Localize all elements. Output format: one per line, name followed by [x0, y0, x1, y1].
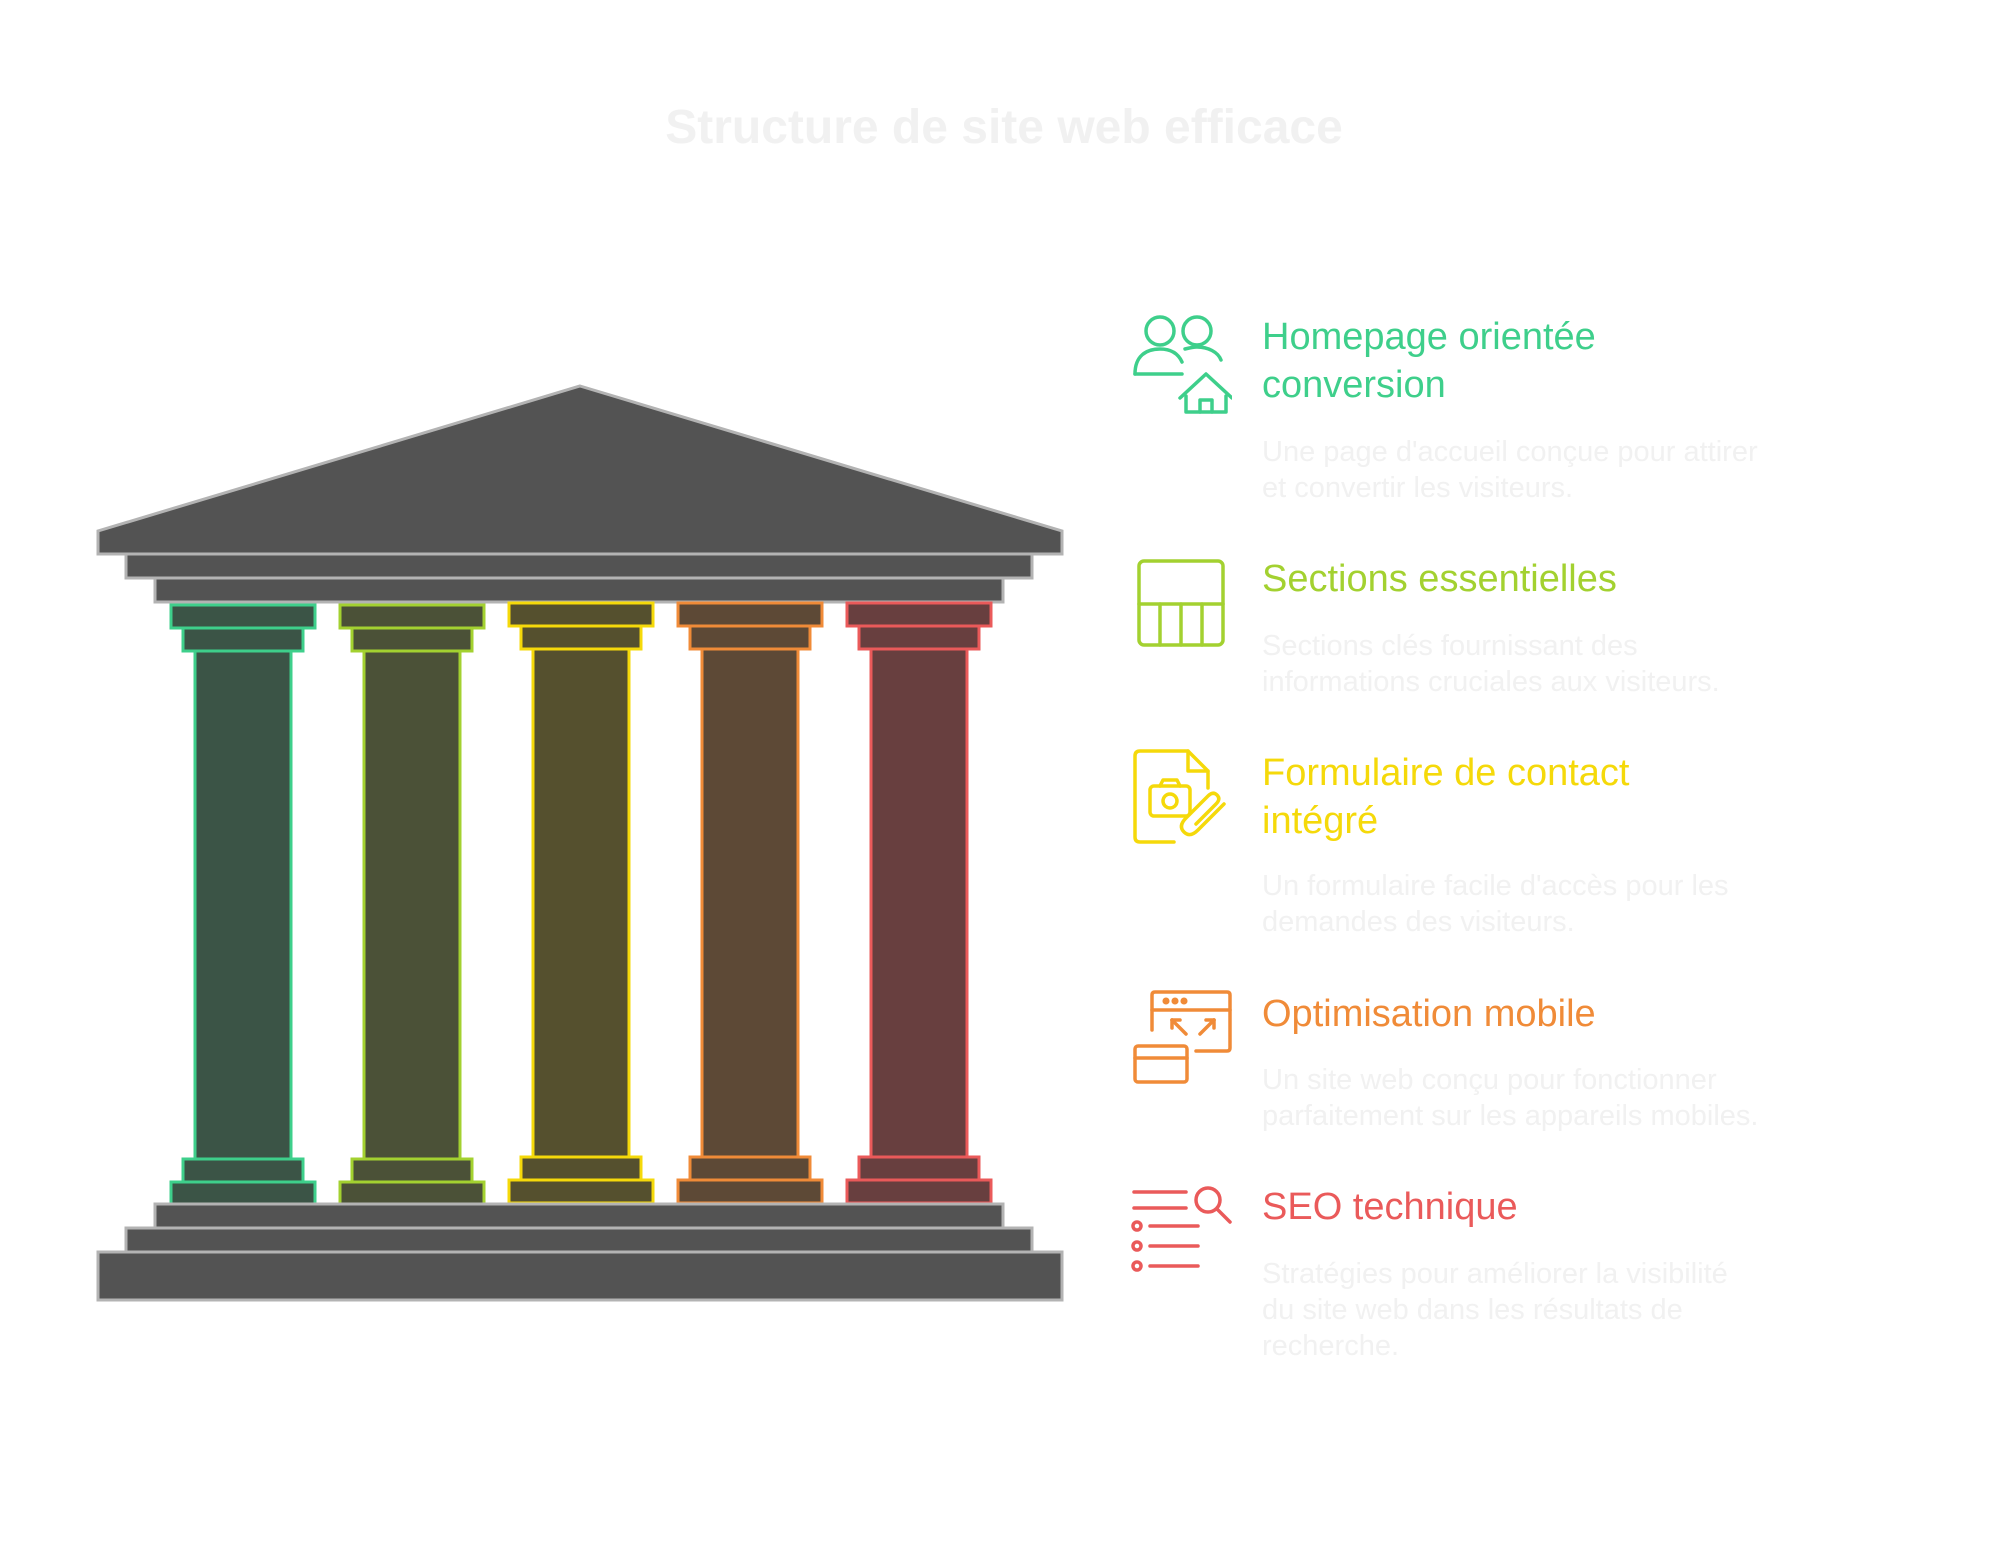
temple-diagram	[96, 384, 1064, 1302]
layout-grid-icon	[1137, 559, 1225, 647]
item-title-contact-form-line1: Formulaire de contact	[1262, 752, 1630, 794]
pillar-sections	[338, 603, 486, 1207]
item-desc-seo-line1: Stratégies pour améliorer la visibilité	[1262, 1258, 1728, 1290]
temple-step-middle	[124, 1226, 1034, 1254]
item-desc-sections-line2: informations cruciales aux visiteurs.	[1262, 666, 1720, 698]
item-desc-homepage-line1: Une page d'accueil conçue pour attirer	[1262, 436, 1758, 468]
item-desc-seo: Stratégies pour améliorer la visibilité …	[1262, 1256, 1802, 1364]
pillar-homepage	[169, 603, 317, 1207]
item-desc-contact-form-line1: Un formulaire facile d'accès pour les	[1262, 870, 1729, 902]
item-desc-mobile-line2: parfaitement sur les appareils mobiles.	[1262, 1100, 1759, 1132]
item-title-sections: Sections essentielles	[1262, 558, 1617, 600]
item-title-contact-form-line2: intégré	[1262, 800, 1379, 842]
item-title-homepage-line2: conversion	[1262, 364, 1446, 406]
search-list-icon	[1131, 1186, 1232, 1272]
diagram-title: Structure de site web efficace	[665, 101, 1343, 154]
item-desc-contact-form: Un formulaire facile d'accès pour les de…	[1262, 868, 1802, 940]
document-attachment-icon	[1133, 749, 1226, 844]
item-desc-contact-form-line2: demandes des visiteurs.	[1262, 906, 1575, 938]
temple-entablature-upper	[124, 552, 1034, 580]
temple-entablature-lower	[153, 576, 1005, 604]
pillar-contact-form	[507, 601, 655, 1205]
temple-step-top	[153, 1202, 1005, 1230]
item-desc-mobile: Un site web conçu pour fonctionner parfa…	[1262, 1062, 1802, 1134]
users-home-icon	[1133, 315, 1232, 414]
temple-step-bottom	[96, 1250, 1064, 1302]
item-desc-sections-line1: Sections clés fournissant des	[1262, 630, 1638, 662]
pillar-mobile	[676, 601, 824, 1205]
item-desc-homepage: Une page d'accueil conçue pour attirer e…	[1262, 434, 1802, 506]
responsive-windows-icon	[1133, 990, 1232, 1084]
pillar-seo	[845, 601, 993, 1205]
item-title-mobile: Optimisation mobile	[1262, 993, 1596, 1035]
item-title-homepage: Homepage orientée conversion	[1262, 313, 1822, 409]
item-desc-mobile-line1: Un site web conçu pour fonctionner	[1262, 1064, 1717, 1096]
item-title-contact-form: Formulaire de contact intégré	[1262, 749, 1822, 845]
item-title-seo: SEO technique	[1262, 1186, 1518, 1228]
item-desc-homepage-line2: et convertir les visiteurs.	[1262, 472, 1574, 504]
item-desc-sections: Sections clés fournissant des informatio…	[1262, 628, 1802, 700]
temple-roof	[96, 384, 1064, 556]
item-title-homepage-line1: Homepage orientée	[1262, 316, 1596, 358]
item-desc-seo-line3: recherche.	[1262, 1330, 1400, 1362]
item-desc-seo-line2: du site web dans les résultats de	[1262, 1294, 1683, 1326]
